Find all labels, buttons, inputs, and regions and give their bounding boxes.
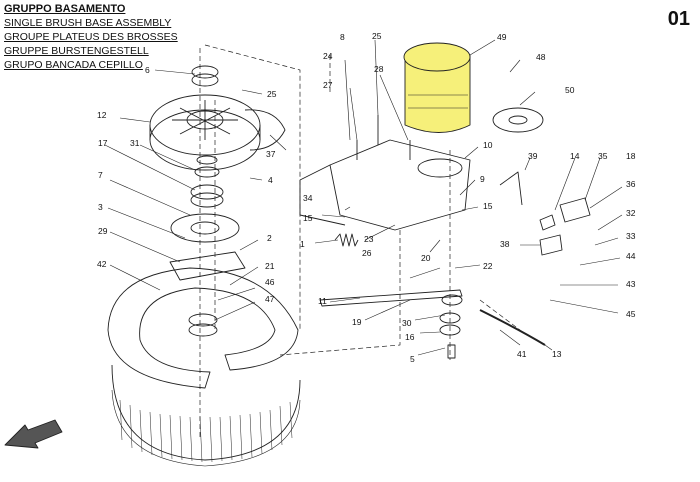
callout-49: 49	[497, 32, 507, 42]
assembly-title-block: GRUPPO BASAMENTO SINGLE BRUSH BASE ASSEM…	[4, 2, 178, 72]
callout-36: 36	[626, 179, 636, 189]
callout-30: 30	[402, 318, 412, 328]
callout-35: 35	[598, 151, 608, 161]
motor-housing	[403, 42, 471, 133]
flange	[169, 251, 246, 281]
title-italian: GRUPPO BASAMENTO	[4, 3, 126, 15]
callout-22: 22	[483, 261, 493, 271]
callout-46: 46	[265, 277, 275, 287]
callout-39: 39	[528, 151, 538, 161]
motor-mount-plate	[329, 139, 471, 231]
lever-bracket	[319, 289, 463, 307]
washer-plate	[492, 107, 544, 133]
callout-42: 42	[97, 259, 107, 269]
callout-50: 50	[565, 85, 575, 95]
callout-16: 16	[405, 332, 415, 342]
spring	[334, 233, 359, 247]
callout-48: 48	[536, 52, 546, 62]
callout-1: 1	[300, 239, 305, 249]
brush-disc	[111, 364, 301, 467]
callout-2: 2	[267, 233, 272, 243]
lower-hub	[188, 313, 218, 337]
drive-belt	[244, 109, 286, 151]
hose	[479, 309, 546, 346]
callout-6: 6	[145, 65, 150, 75]
callout-23: 23	[364, 234, 374, 244]
callout-9: 9	[480, 174, 485, 184]
callout-25-left: 25	[267, 89, 277, 99]
callout-12: 12	[97, 110, 107, 120]
page-number: 01	[667, 8, 690, 30]
callout-leader-lines	[104, 39, 623, 356]
callout-21: 21	[265, 261, 275, 271]
callout-41: 41	[517, 349, 527, 359]
callout-47: 47	[265, 294, 275, 304]
assembly-axis-lines	[199, 44, 521, 440]
callout-38: 38	[500, 239, 510, 249]
callout-27: 27	[323, 80, 333, 90]
title-french: GROUPE PLATEUS DES BROSSES	[4, 31, 178, 43]
motor-plate-frame	[299, 164, 346, 226]
wheel-stack	[439, 294, 463, 359]
title-spanish: GRUPO BANCADA CEPILLO	[4, 59, 143, 71]
valve-fittings	[499, 171, 591, 256]
bearing-stack	[190, 155, 224, 208]
callout-4: 4	[268, 175, 273, 185]
screws	[356, 115, 411, 160]
callout-32: 32	[626, 208, 636, 218]
callout-15-right: 15	[483, 201, 493, 211]
callout-33: 33	[626, 231, 636, 241]
splash-guard	[107, 267, 299, 389]
callout-45: 45	[626, 309, 636, 319]
callout-43: 43	[626, 279, 636, 289]
top-bearing	[191, 65, 219, 87]
part-callouts: 1 2 3 4 5 6 7 8 9 10 11 12 13 14 15 15 1…	[97, 31, 636, 364]
callout-26: 26	[362, 248, 372, 258]
callout-34: 34	[303, 193, 313, 203]
callout-5: 5	[410, 354, 415, 364]
motor-plate-hole	[417, 158, 463, 178]
callout-17: 17	[98, 138, 108, 148]
callout-14: 14	[570, 151, 580, 161]
callout-10: 10	[483, 140, 493, 150]
callout-8: 8	[340, 32, 345, 42]
title-german: GRUPPE BURSTENGESTELL	[4, 45, 149, 57]
callout-11: 11	[318, 296, 327, 306]
callout-31: 31	[130, 138, 140, 148]
title-english: SINGLE BRUSH BASE ASSEMBLY	[4, 17, 172, 29]
callout-15-left: 15	[303, 213, 313, 223]
callout-25-top: 25	[372, 31, 382, 41]
callout-19: 19	[352, 317, 362, 327]
callout-28: 28	[374, 64, 384, 74]
callout-7: 7	[98, 170, 103, 180]
callout-24: 24	[323, 51, 333, 61]
callout-13: 13	[552, 349, 562, 359]
callout-37: 37	[266, 149, 276, 159]
callout-29: 29	[98, 226, 108, 236]
callout-3: 3	[98, 202, 103, 212]
callout-18: 18	[626, 151, 636, 161]
direction-arrow	[4, 419, 63, 449]
callout-20: 20	[421, 253, 431, 263]
base-plate	[170, 213, 240, 243]
callout-44: 44	[626, 251, 636, 261]
pulley	[149, 94, 261, 171]
